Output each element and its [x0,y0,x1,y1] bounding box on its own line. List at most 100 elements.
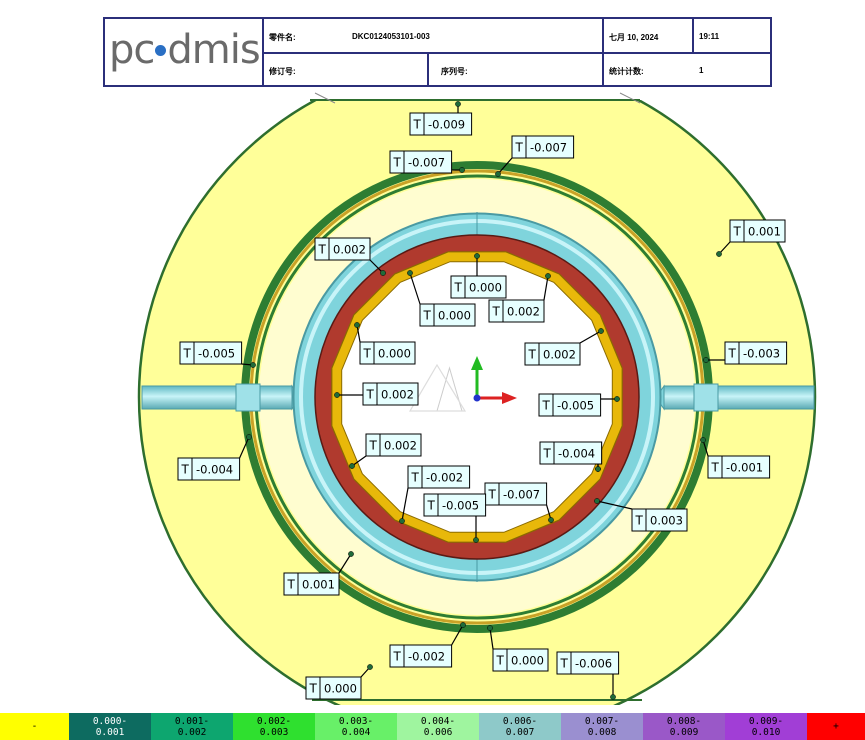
deviation-label[interactable]: T -0.007 [511,135,575,159]
measure-point[interactable] [349,463,355,469]
label-prefix: T [515,141,524,155]
deviation-label[interactable]: T-0.009 [409,112,473,136]
measure-point[interactable] [594,498,600,504]
header-divider [262,52,770,54]
measure-point[interactable] [610,694,616,700]
measure-point[interactable] [548,517,554,523]
label-prefix: T [542,399,551,413]
measure-point[interactable] [700,437,706,443]
measure-point[interactable] [246,434,252,440]
measure-point[interactable] [614,396,620,402]
label-value: -0.005 [442,499,479,513]
deviation-label[interactable]: T-0.002 [389,644,453,668]
measure-point[interactable] [487,625,493,631]
deviation-label[interactable]: T 0.002 [314,237,371,261]
legend-swatch: - [0,713,69,740]
label-value: -0.004 [196,463,233,477]
deviation-label[interactable]: T -0.007 [484,482,548,506]
label-prefix: T [363,347,372,361]
label-prefix: T [560,657,569,671]
deviation-label[interactable]: T 0.000 [359,341,416,365]
deviation-label[interactable]: T-0.005 [423,493,487,517]
measure-point[interactable] [399,518,405,524]
label-prefix: T [413,118,422,132]
measure-point[interactable] [250,362,256,368]
legend-swatch: 0.006- 0.007 [479,713,561,740]
measure-point[interactable] [348,551,354,557]
deviation-label[interactable]: T-0.004 [539,441,603,465]
origin-marker [473,394,481,402]
measure-point[interactable] [334,392,340,398]
stat-count-label: 统计计数: [609,67,644,76]
serial-label: 序列号: [441,67,468,76]
measure-point[interactable] [474,253,480,259]
measure-point[interactable] [703,357,709,363]
header-divider [427,53,429,85]
label-prefix: T [728,347,737,361]
deviation-label[interactable]: T -0.006 [556,651,620,675]
label-value: 0.001 [302,578,335,592]
deviation-label[interactable]: T-0.003 [724,341,788,365]
deviation-label[interactable]: T -0.005 [179,341,243,365]
deviation-label[interactable]: T-0.005 [538,393,602,417]
measure-point[interactable] [367,664,373,670]
label-prefix: T [318,243,327,257]
label-value: -0.006 [575,657,612,671]
measure-point[interactable] [354,322,360,328]
leader-line [409,272,421,305]
part-name-value: DKC0124053101-003 [352,32,430,41]
report-time: 19:11 [699,32,720,41]
logo-dot-icon [155,44,167,56]
leader-line [543,275,549,301]
deviation-label[interactable]: T-0.004 [177,457,241,481]
label-prefix: T [411,471,420,485]
revision-label: 修订号: [269,67,296,76]
stat-count-value: 1 [699,66,704,75]
label-prefix: T [393,650,402,664]
measure-point[interactable] [460,622,466,628]
deviation-label[interactable]: T-0.007 [389,150,453,174]
measure-point[interactable] [495,171,501,177]
label-value: -0.007 [530,141,567,155]
measure-point[interactable] [455,101,461,107]
legend-swatch: 0.004- 0.006 [397,713,479,740]
label-value: 0.002 [381,388,414,402]
label-prefix: T [488,488,497,502]
measure-point[interactable] [380,270,386,276]
datum-triangle [408,363,467,412]
deviation-label[interactable]: T-0.002 [407,465,471,489]
measure-point[interactable] [716,251,722,257]
leader-line [338,553,352,574]
label-prefix: T [366,388,375,402]
label-value: 0.003 [650,514,683,528]
deviation-label[interactable]: T 0.002 [362,382,419,406]
label-value: -0.007 [503,488,540,502]
label-value: -0.005 [198,347,235,361]
measure-point[interactable] [473,537,479,543]
label-value: 0.000 [378,347,411,361]
label-value: 0.002 [333,243,366,257]
measure-point[interactable] [459,167,465,173]
measure-point[interactable] [595,466,601,472]
label-prefix: T [183,347,192,361]
measure-point[interactable] [407,270,413,276]
measure-point[interactable] [545,273,551,279]
left-tube [141,385,293,410]
right-tube [663,385,815,410]
deviation-label[interactable]: T-0.001 [707,455,771,479]
measure-point[interactable] [598,328,604,334]
